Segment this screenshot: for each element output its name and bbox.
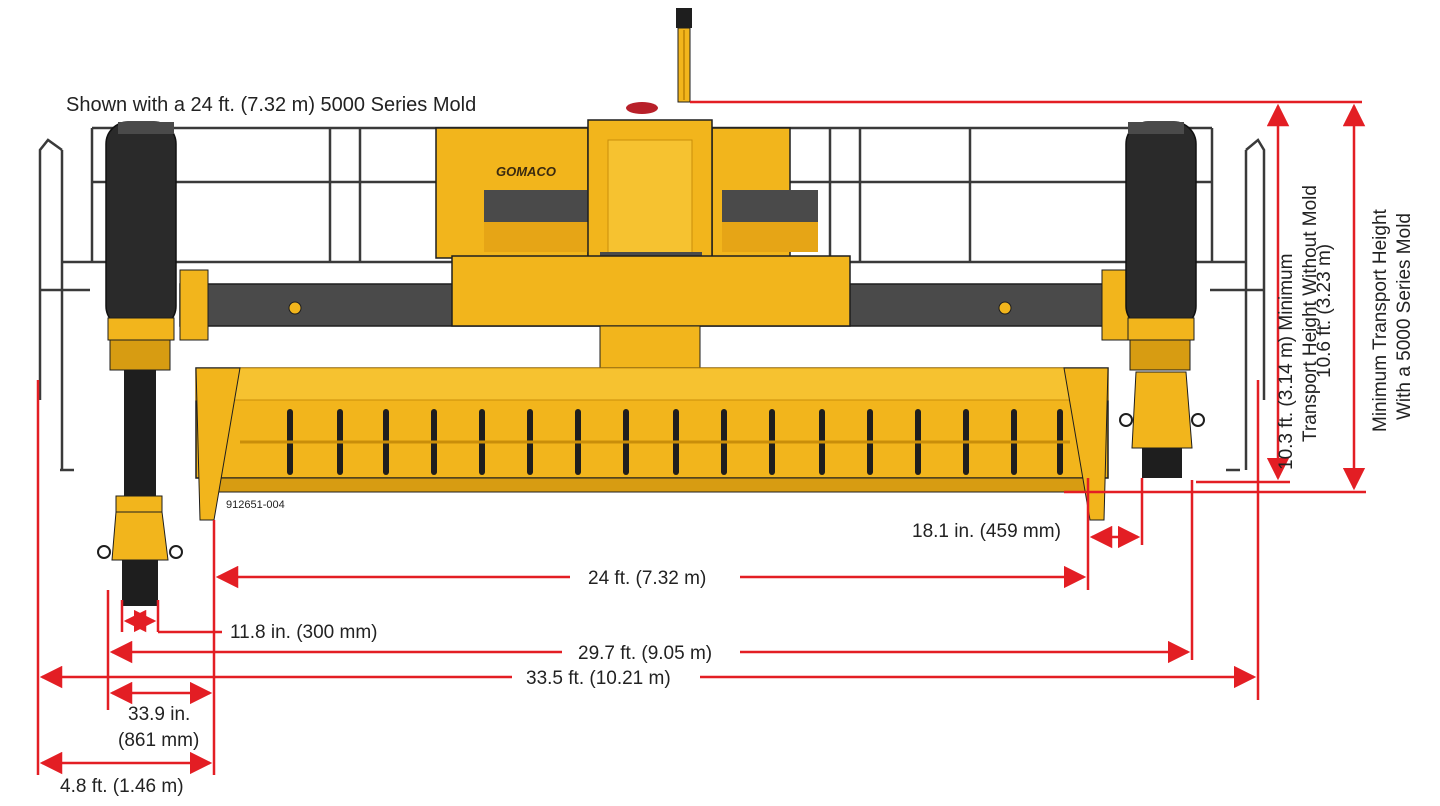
part-number: 912651-004 — [226, 499, 285, 511]
mold — [195, 367, 1109, 521]
overhang-left-label: 4.8 ft. (1.46 m) — [60, 776, 184, 797]
machine: GOMACO — [38, 8, 1266, 606]
leg-offset-left-label-2: (861 mm) — [118, 730, 199, 751]
frame-beam — [179, 255, 1141, 369]
exhaust-mast — [676, 8, 692, 103]
height-without-mold-label-1: 10.3 ft. (3.14 m) Minimum — [1276, 254, 1297, 470]
height-without-mold-label-2: Transport Height Without Mold — [1300, 185, 1321, 442]
height-with-mold-label-1: 10.6 ft. (3.23 m) — [1314, 244, 1335, 378]
track-width-small-label: 11.8 in. (300 mm) — [230, 622, 377, 643]
track-gauge-label: 29.7 ft. (9.05 m) — [578, 643, 712, 664]
leg-offset-left-label-1: 33.9 in. — [128, 704, 190, 725]
dimension-lines — [36, 100, 1366, 775]
left-leg — [97, 121, 183, 606]
overall-width-label: 33.5 ft. (10.21 m) — [526, 668, 671, 689]
gomaco-logo: GOMACO — [496, 164, 556, 179]
mold-width-label: 24 ft. (7.32 m) — [588, 568, 706, 589]
height-with-mold-label-3: With a 5000 Series Mold — [1394, 213, 1415, 420]
height-with-mold-label-2: Minimum Transport Height — [1370, 208, 1391, 432]
caption: Shown with a 24 ft. (7.32 m) 5000 Series… — [66, 94, 476, 116]
power-unit: GOMACO — [435, 102, 818, 278]
leg-offset-right-label: 18.1 in. (459 mm) — [912, 521, 1061, 542]
right-leg — [1119, 121, 1205, 478]
